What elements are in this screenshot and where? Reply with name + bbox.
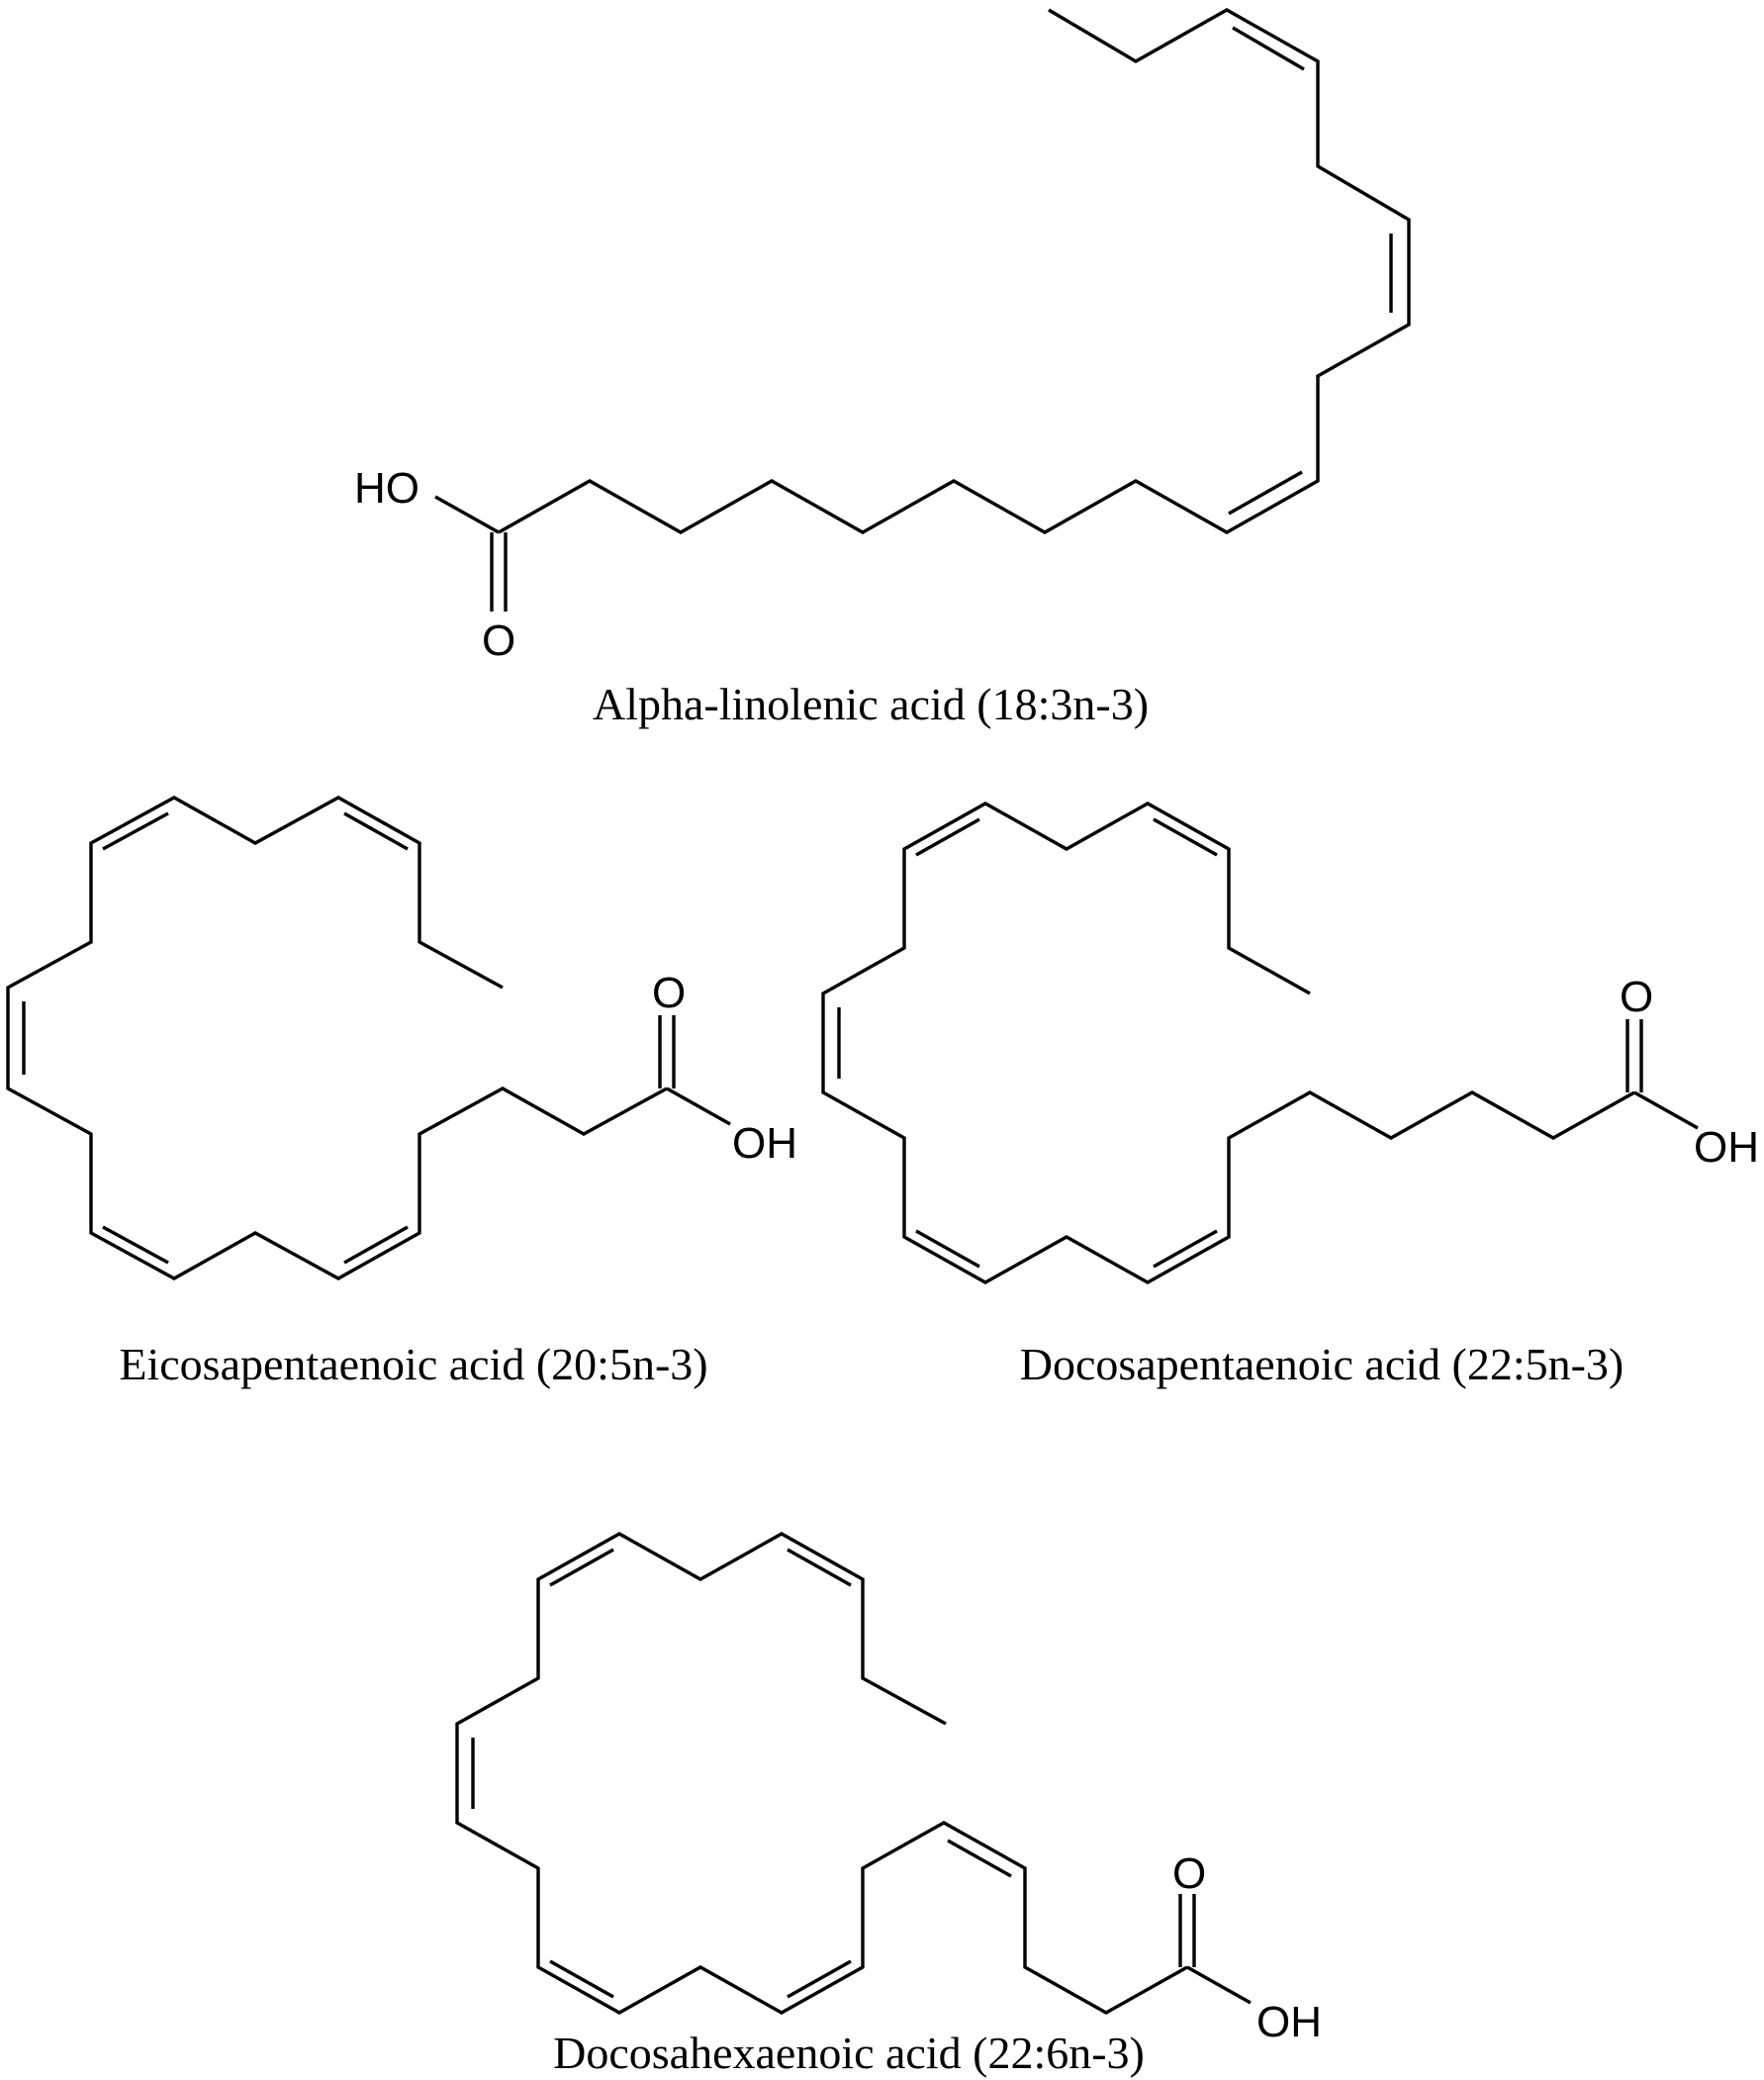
epa-double-bond-1: [343, 811, 409, 851]
dpa-carbonyl-oxygen-label: O: [1620, 973, 1653, 1021]
epa-carbon-chain: [6, 796, 668, 1280]
docosapentaenoic-acid-structure: O OH: [821, 802, 1759, 1284]
dha-double-bond-6: [947, 1839, 1012, 1878]
docosahexaenoic-acid-caption: Docosahexaenoic acid (22:6n-3): [553, 2028, 1145, 2078]
epa-double-bond-2: [102, 811, 169, 851]
epa-hydroxyl-bond: [666, 1087, 731, 1126]
dha-double-bond-5: [787, 1959, 852, 1999]
dpa-hydroxyl-label: OH: [1694, 1123, 1759, 1172]
dha-double-bond-1: [787, 1548, 852, 1587]
docosapentaenoic-acid-caption: Docosapentaenoic acid (22:5n-3): [1020, 1339, 1625, 1389]
dpa-double-bond-2: [915, 817, 980, 857]
epa-hydroxyl-label: OH: [732, 1119, 797, 1168]
docosahexaenoic-acid-structure: O OH: [455, 1532, 1322, 2046]
dha-hydroxyl-bond: [1186, 1965, 1252, 2005]
ala-double-bond-3: [1228, 470, 1303, 516]
dha-carbonyl-oxygen-label: O: [1172, 1849, 1206, 1898]
dpa-double-bond-1: [1153, 817, 1218, 857]
eicosapentaenoic-acid-caption: Eicosapentaenoic acid (20:5n-3): [119, 1339, 707, 1389]
dha-hydroxyl-label: OH: [1256, 1998, 1322, 2046]
dpa-carbon-chain: [821, 802, 1635, 1284]
epa-carbonyl-oxygen-label: O: [652, 969, 686, 1017]
dpa-double-bond-5: [1153, 1229, 1218, 1269]
ala-carbonyl-oxygen-label: O: [482, 616, 515, 665]
dpa-double-bond-4: [915, 1229, 980, 1269]
epa-double-bond-4: [102, 1225, 169, 1265]
ala-hydroxyl-label: HO: [354, 464, 419, 513]
ala-double-bond-1: [1232, 26, 1305, 71]
alpha-linolenic-acid-structure: HO O: [354, 8, 1411, 665]
ala-hydroxyl-bond: [434, 495, 500, 534]
dha-carbon-chain: [455, 1532, 1188, 2015]
eicosapentaenoic-acid-structure: O OH: [6, 796, 797, 1280]
dha-double-bond-2: [549, 1548, 614, 1587]
epa-double-bond-5: [343, 1225, 409, 1265]
dha-double-bond-4: [549, 1959, 614, 1999]
alpha-linolenic-acid-caption: Alpha-linolenic acid (18:3n-3): [593, 679, 1149, 729]
ala-carbon-chain: [498, 8, 1411, 534]
dpa-hydroxyl-bond: [1633, 1090, 1699, 1130]
